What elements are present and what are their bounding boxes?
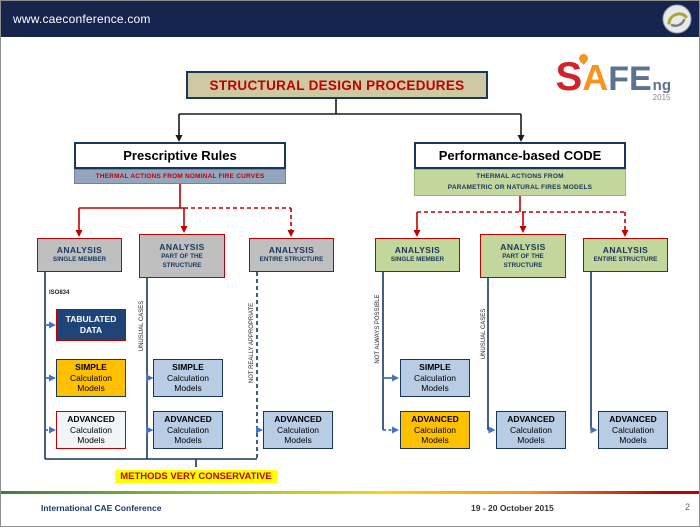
safe-logo-fe: FE	[608, 60, 652, 98]
analysis-entire-structure-prescriptive: ANALYSIS ENTIRE STRUCTURE	[249, 238, 334, 272]
unusual-cases-label-left: UNUSUAL CASES	[139, 300, 145, 352]
website-url: www.caeconference.com	[13, 12, 151, 26]
analysis-part-structure-prescriptive: ANALYSIS PART OF THE STRUCTURE	[139, 234, 225, 278]
prescriptive-rules-box: Prescriptive Rules	[74, 142, 286, 169]
analysis-entire-structure-performance: ANALYSIS ENTIRE STRUCTURE	[583, 238, 668, 272]
performance-code-label: Performance-based CODE	[438, 148, 602, 163]
prescriptive-rules-label: Prescriptive Rules	[123, 148, 237, 163]
analysis-single-member-prescriptive: ANALYSIS SINGLE MEMBER	[37, 238, 122, 272]
not-really-appropriate-label: NOT REALLY APPROPRIATE	[249, 302, 255, 384]
simple-calc-models-prescriptive-part: SIMPLE Calculation Models	[153, 359, 223, 397]
footer-divider	[1, 491, 699, 494]
advanced-calc-models-prescriptive-part: ADVANCED Calculation Models	[153, 411, 223, 449]
parametric-fire-banner: THERMAL ACTIONS FROM PARAMETRIC OR NATUR…	[414, 169, 626, 196]
safe-logo-ng: ng	[652, 77, 671, 94]
nominal-fire-banner-text: THERMAL ACTIONS FROM NOMINAL FIRE CURVES	[95, 173, 265, 180]
simple-calc-models-prescriptive-single: SIMPLE Calculation Models	[56, 359, 126, 397]
parametric-banner-line1: THERMAL ACTIONS FROM	[476, 173, 564, 181]
not-always-possible-label: NOT ALWAYS POSSIBLE	[375, 294, 381, 364]
parametric-banner-line2: PARAMETRIC OR NATURAL FIRES MODELS	[447, 183, 593, 191]
iso834-label: ISO834	[49, 290, 70, 296]
advanced-calc-models-performance-entire: ADVANCED Calculation Models	[598, 411, 668, 449]
performance-code-box: Performance-based CODE	[414, 142, 626, 169]
analysis-single-member-performance: ANALYSIS SINGLE MEMBER	[375, 238, 460, 272]
safe-logo-a: A	[582, 57, 609, 98]
simple-calc-models-performance-single: SIMPLE Calculation Models	[400, 359, 470, 397]
tabulated-data-box: TABULATED DATA	[56, 309, 126, 341]
main-title-box: STRUCTURAL DESIGN PROCEDURES	[186, 71, 488, 99]
advanced-calc-models-prescriptive-single: ADVANCED Calculation Models	[56, 411, 126, 449]
conference-logo-icon	[662, 4, 692, 34]
advanced-calc-models-prescriptive-entire: ADVANCED Calculation Models	[263, 411, 333, 449]
footer-conference-name: International CAE Conference	[41, 503, 162, 513]
nominal-fire-banner: THERMAL ACTIONS FROM NOMINAL FIRE CURVES	[74, 169, 286, 184]
main-title: STRUCTURAL DESIGN PROCEDURES	[209, 77, 465, 93]
safe-logo-s: S	[555, 55, 583, 99]
footer-date: 19 - 20 October 2015	[471, 503, 554, 513]
advanced-calc-models-performance-single: ADVANCED Calculation Models	[400, 411, 470, 449]
analysis-part-structure-performance: ANALYSIS PART OF THE STRUCTURE	[480, 234, 566, 278]
safeng-logo: S A FE ng 2015	[535, 52, 671, 109]
footer-page-number: 2	[685, 502, 691, 512]
advanced-calc-models-performance-part: ADVANCED Calculation Models	[496, 411, 566, 449]
methods-conservative-note: METHODS VERY CONSERVATIVE	[115, 470, 277, 483]
unusual-cases-label-right: UNUSUAL CASES	[481, 308, 487, 360]
safe-logo-year: 2015	[652, 93, 671, 102]
header-bar: www.caeconference.com	[1, 1, 699, 37]
